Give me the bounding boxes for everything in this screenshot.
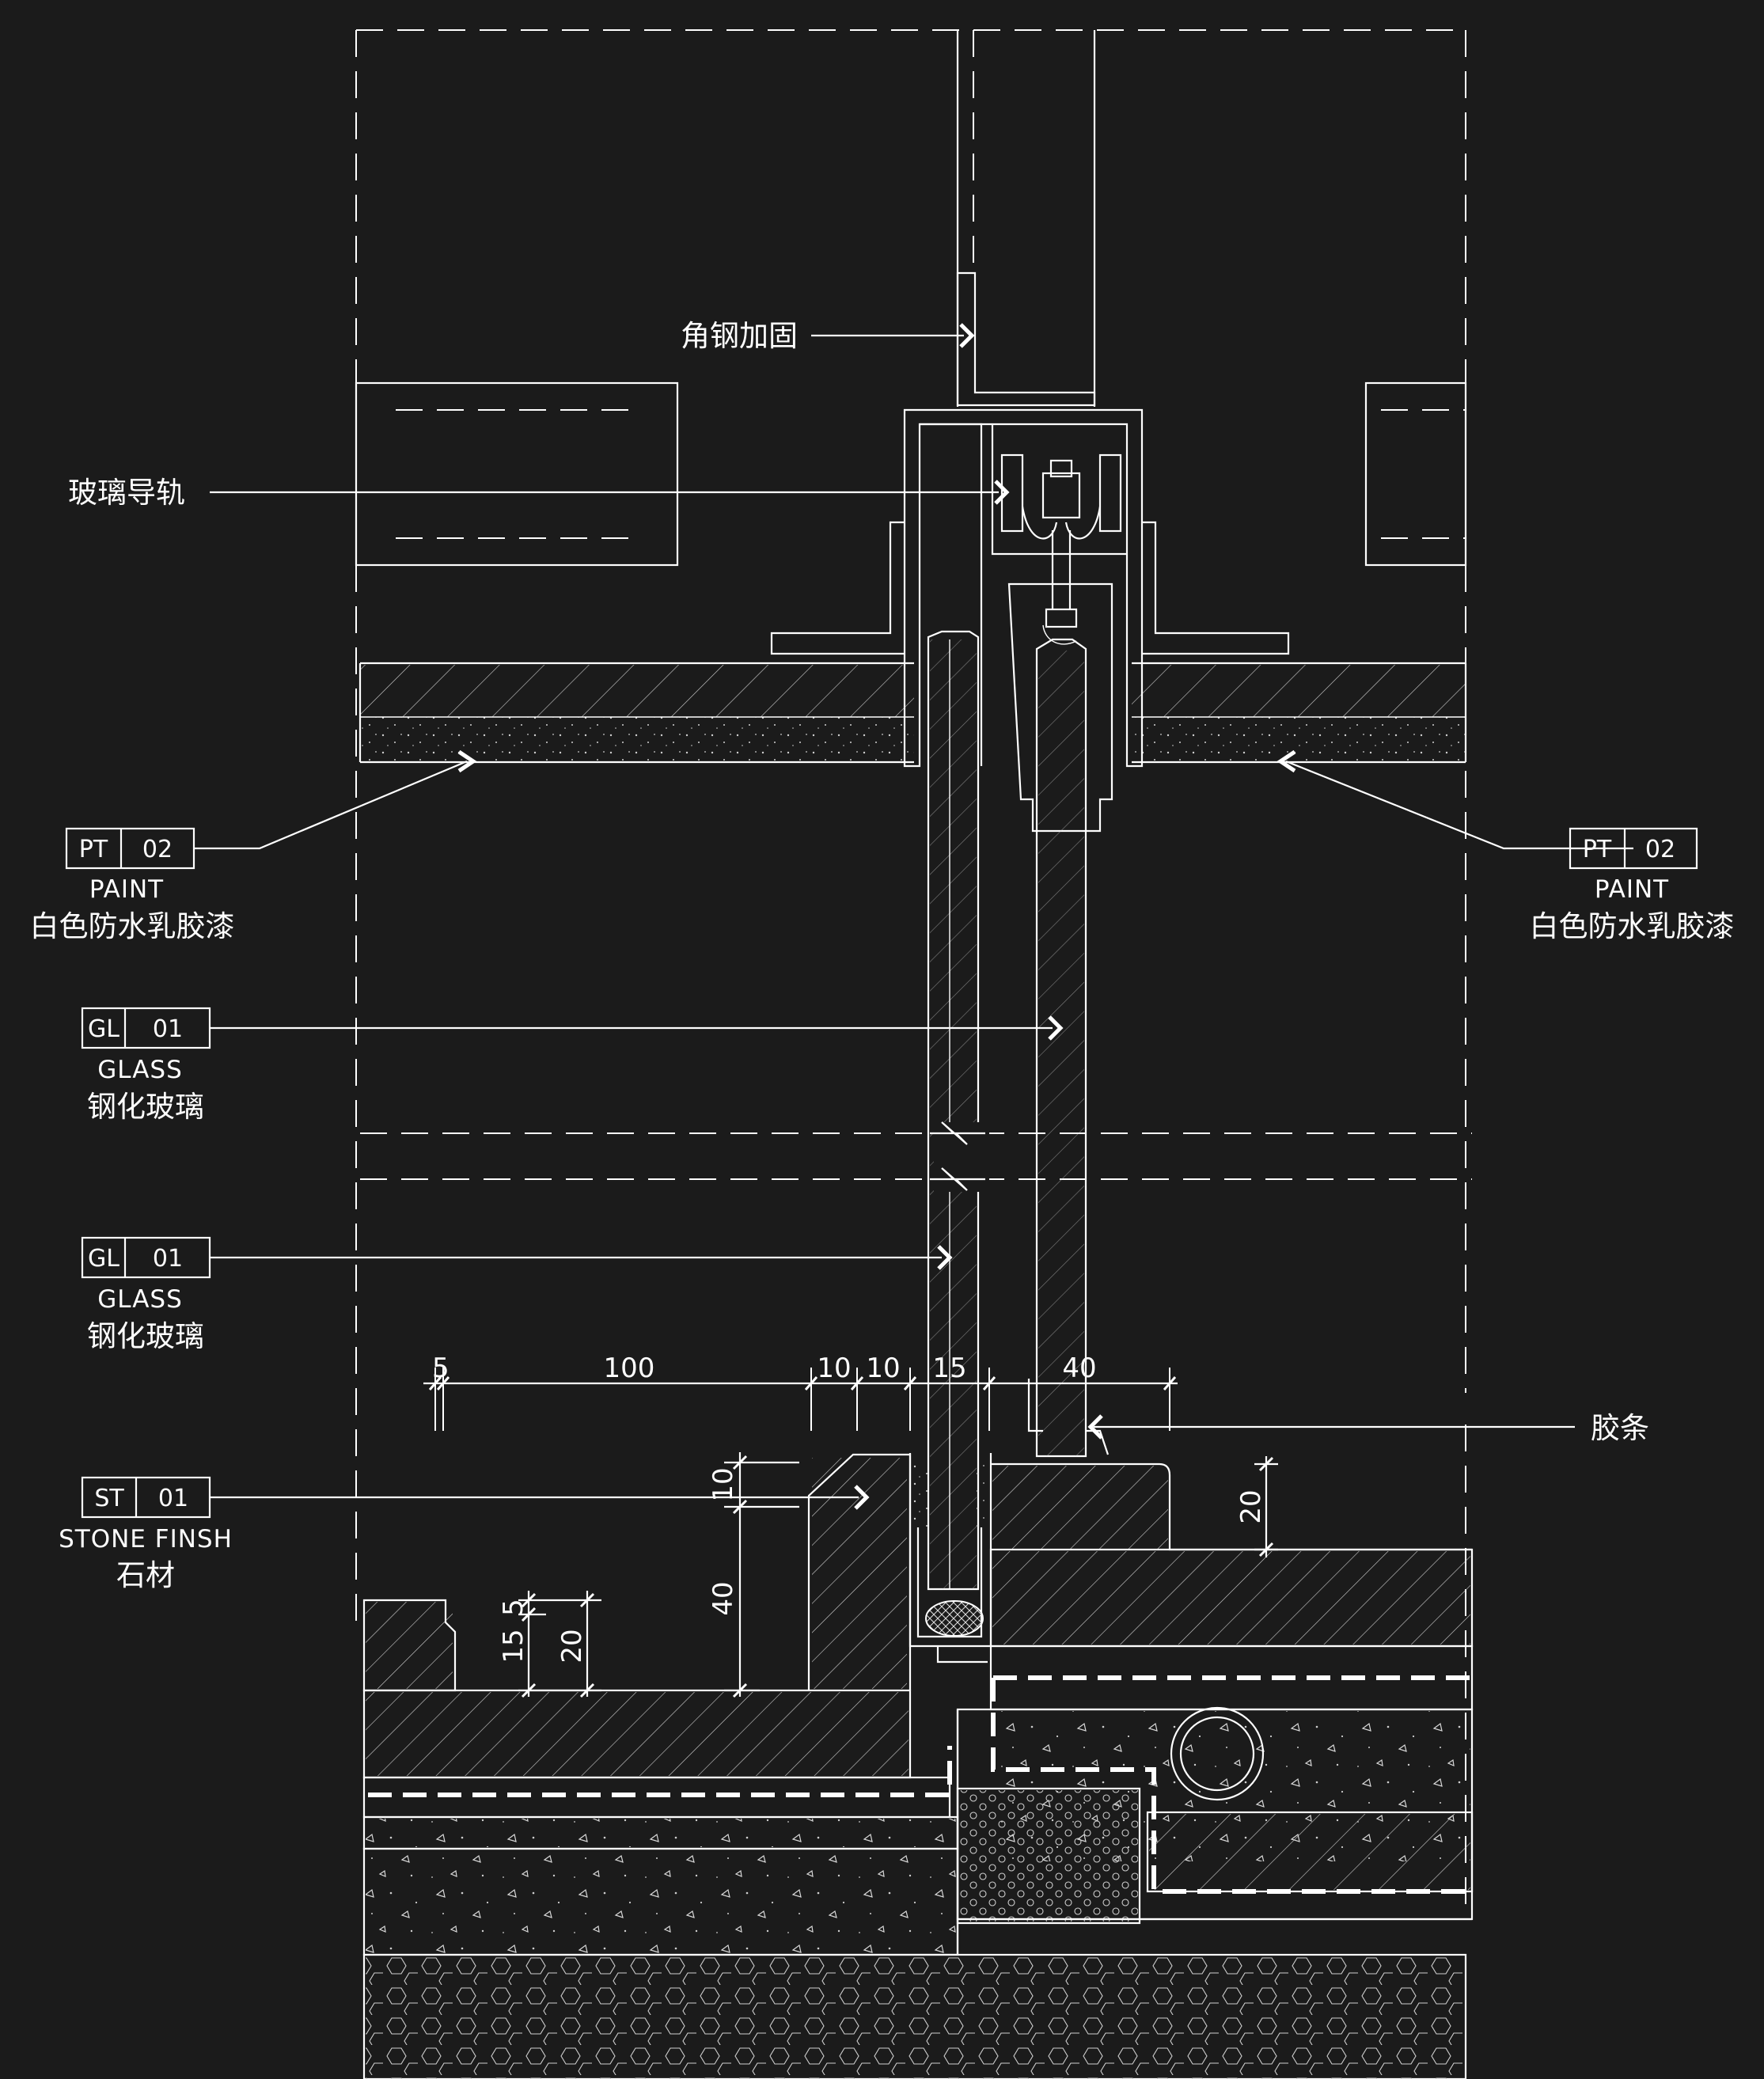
tag-num: 01 (153, 1015, 183, 1043)
tag-code: PT (1583, 836, 1612, 863)
tag-code: ST (94, 1485, 124, 1512)
tag-code: GL (88, 1245, 119, 1273)
tag-code: PT (79, 836, 108, 863)
leaders (194, 323, 1633, 1510)
dim-v-4: 20 (556, 1629, 588, 1663)
tag-cn: 钢化玻璃 (87, 1090, 204, 1124)
floor-left (362, 1453, 1467, 2079)
dim-v-1: 40 (707, 1581, 739, 1615)
tag-num: 02 (142, 836, 173, 863)
tag-stone: ST 01 STONE FINSH 石材 (59, 1476, 233, 1592)
dim-v-5: 20 (1235, 1489, 1267, 1523)
dimension-texts: 5 100 10 10 15 40 10 40 15 5 20 20 (432, 1352, 1267, 1664)
tag-glass-upper: GL 01 GLASS 钢化玻璃 (81, 1007, 211, 1124)
glass-sliding (1027, 638, 1110, 1458)
side-box-right (1364, 381, 1467, 567)
tag-en: PAINT (89, 875, 164, 904)
tag-cn: 白色防水乳胶漆 (1530, 909, 1735, 943)
tag-en: STONE FINSH (59, 1525, 233, 1554)
tag-cn: 石材 (116, 1558, 175, 1592)
upper-wall (956, 30, 1096, 407)
dimension-horizontal (423, 1368, 1178, 1431)
label-gasket: 胶条 (1591, 1411, 1649, 1445)
tag-code: GL (88, 1015, 119, 1043)
glass-shoe (909, 1453, 992, 1664)
tag-paint-left: PT 02 PAINT 白色防水乳胶漆 (30, 827, 235, 943)
dimension-vertical (518, 1452, 1278, 1698)
dim-h-2: 10 (817, 1352, 851, 1384)
dim-v-2: 15 (498, 1629, 529, 1663)
tag-num: 01 (153, 1245, 183, 1273)
tag-paint-right: PT 02 PAINT 白色防水乳胶漆 (1530, 827, 1735, 943)
tag-num: 02 (1645, 836, 1675, 863)
floor-right (956, 1463, 1474, 1955)
tag-en: GLASS (97, 1285, 183, 1314)
dim-h-5: 40 (1062, 1352, 1096, 1384)
label-angle-steel: 角钢加固 (681, 319, 798, 353)
tag-num: 01 (158, 1485, 188, 1512)
tag-en: GLASS (97, 1056, 183, 1084)
label-glass-rail: 玻璃导轨 (68, 476, 185, 510)
dim-h-3: 10 (866, 1352, 900, 1384)
tag-cn: 白色防水乳胶漆 (30, 909, 235, 943)
tag-en: PAINT (1595, 875, 1669, 904)
rail-channel (770, 408, 1290, 833)
dashed-outline (355, 29, 1472, 1915)
tag-glass-lower: GL 01 GLASS 钢化玻璃 (81, 1236, 211, 1353)
ceiling (358, 662, 1467, 764)
dim-v-3: 5 (498, 1599, 529, 1616)
side-box-left (355, 381, 679, 567)
roller-assembly (1000, 453, 1122, 628)
dim-h-1: 100 (604, 1352, 655, 1384)
tag-cn: 钢化玻璃 (87, 1319, 204, 1353)
glass-fixed (927, 630, 980, 1591)
dim-h-0: 5 (432, 1352, 450, 1384)
dim-h-4: 15 (932, 1352, 966, 1384)
break-lines (930, 1121, 989, 1192)
dim-v-0: 10 (707, 1467, 739, 1501)
